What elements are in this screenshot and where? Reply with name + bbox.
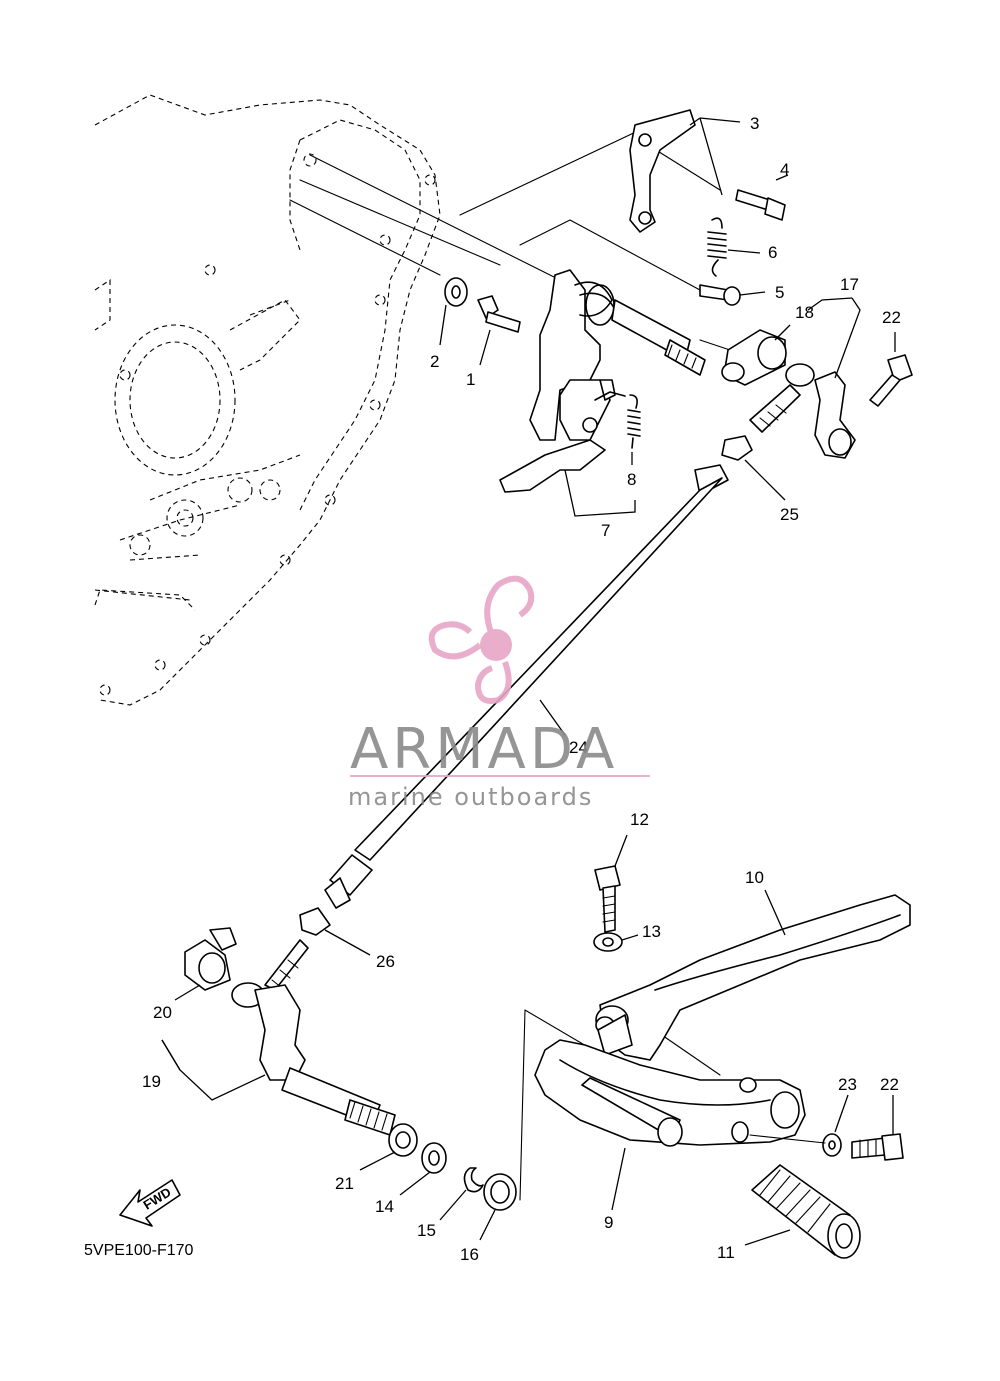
- bushing-16: [483, 1173, 517, 1211]
- callout-22-bottom: 22: [880, 1075, 899, 1094]
- callout-10: 10: [745, 868, 764, 887]
- callout-12: 12: [630, 810, 649, 829]
- bolt-4: [735, 189, 786, 221]
- callout-6: 6: [768, 243, 777, 262]
- bolt-22-top: [869, 354, 913, 407]
- diagram-code: 5VPE100-F170: [84, 1242, 194, 1259]
- arm-9: [534, 1039, 806, 1147]
- callout-3: 3: [750, 114, 759, 133]
- assembly-lines-top: [289, 129, 761, 361]
- callout-25: 25: [780, 505, 799, 524]
- washer-2: [444, 277, 468, 307]
- washer-23: [822, 1133, 842, 1157]
- propeller-logo-icon: [428, 575, 535, 704]
- callout-8: 8: [627, 470, 636, 489]
- callout-21: 21: [335, 1174, 354, 1193]
- leader-lines: [161, 117, 896, 1246]
- callout-26: 26: [376, 952, 395, 971]
- callout-18: 18: [795, 303, 814, 322]
- callout-17: 17: [840, 275, 859, 294]
- callout-9: 9: [604, 1213, 613, 1232]
- callout-7: 7: [601, 521, 610, 540]
- lever-19: [231, 939, 396, 1136]
- engine-case-outline: [94, 94, 441, 706]
- spring-6: [707, 217, 727, 277]
- washer-14: [421, 1142, 447, 1174]
- fwd-arrow-icon: FWD: [119, 1179, 181, 1227]
- callout-14: 14: [375, 1197, 394, 1216]
- callout-24: 24: [569, 738, 588, 757]
- bolt-1: [477, 295, 521, 333]
- callout-20: 20: [153, 1003, 172, 1022]
- shift-shaft-assembly: [499, 269, 706, 493]
- lever-17: [749, 363, 856, 459]
- bolt-12: [594, 865, 621, 933]
- shift-rod-24: [324, 464, 729, 909]
- callout-19: 19: [142, 1072, 161, 1091]
- callout-15: 15: [417, 1221, 436, 1240]
- joint-20: [184, 927, 237, 991]
- callout-1: 1: [466, 370, 475, 389]
- stopper-lever-3: [629, 109, 696, 233]
- callout-23: 23: [838, 1075, 857, 1094]
- callout-numbers: 1 2 3 4 5 6 7 8 9 10 11 12 13 14 15 16 1…: [142, 114, 901, 1264]
- nut-26: [299, 907, 331, 936]
- callout-11: 11: [717, 1243, 735, 1262]
- callout-4: 4: [780, 160, 789, 179]
- watermark-brand: ARMADA: [350, 717, 618, 782]
- callout-16: 16: [460, 1245, 479, 1264]
- pin-5: [699, 284, 741, 306]
- bolt-22-bottom: [851, 1133, 904, 1161]
- callout-22-top: 22: [882, 308, 901, 327]
- washer-13: [593, 932, 623, 952]
- callout-2: 2: [430, 352, 439, 371]
- nut-25: [721, 435, 753, 461]
- pedal-10: [595, 894, 911, 1061]
- callout-13: 13: [642, 922, 661, 941]
- callout-5: 5: [775, 283, 784, 302]
- watermark-tagline: marine outboards: [348, 783, 593, 811]
- seal-21: [388, 1123, 418, 1157]
- joint-18: [721, 329, 787, 386]
- footpeg-rubber-11: [751, 1164, 861, 1259]
- bolt-22-line: [749, 1134, 826, 1144]
- clip-15: [463, 1167, 484, 1193]
- armada-watermark: ARMADA marine outboards: [348, 575, 650, 811]
- spring-8: [627, 394, 641, 449]
